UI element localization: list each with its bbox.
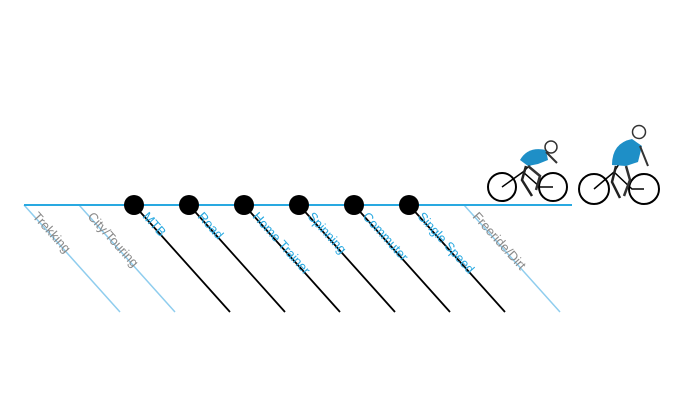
category-marker-4 <box>234 195 254 215</box>
category-marker-6 <box>344 195 364 215</box>
branch-line-0 <box>23 204 121 313</box>
category-label-4: Home Trainer <box>250 209 314 278</box>
category-markers <box>124 195 419 215</box>
cyclist-large-icon <box>578 124 660 205</box>
category-marker-5 <box>289 195 309 215</box>
branch-line-1 <box>78 204 176 313</box>
branch-line-8 <box>463 204 561 313</box>
category-label-8: Freeride/Dirt <box>470 209 530 273</box>
branch-line-2 <box>133 204 231 313</box>
category-marker-3 <box>179 195 199 215</box>
branch-line-3 <box>188 204 286 313</box>
category-label-5: Spinning <box>305 209 350 257</box>
branch-line-5 <box>298 204 396 313</box>
branch-line-4 <box>243 204 341 313</box>
category-label-6: Commuter <box>360 209 412 265</box>
category-label-2: MTB <box>140 209 170 239</box>
branch-line-6 <box>353 204 451 313</box>
cyclist-small-icon <box>487 140 568 202</box>
category-marker-2 <box>124 195 144 215</box>
category-branches <box>23 204 561 313</box>
category-label-0: Trekking <box>30 209 74 256</box>
category-label-1: City/Touring <box>85 209 142 270</box>
category-marker-7 <box>399 195 419 215</box>
branch-line-7 <box>408 204 506 313</box>
category-label-7: Single Speed <box>415 209 478 277</box>
category-label-3: Road <box>195 209 227 242</box>
